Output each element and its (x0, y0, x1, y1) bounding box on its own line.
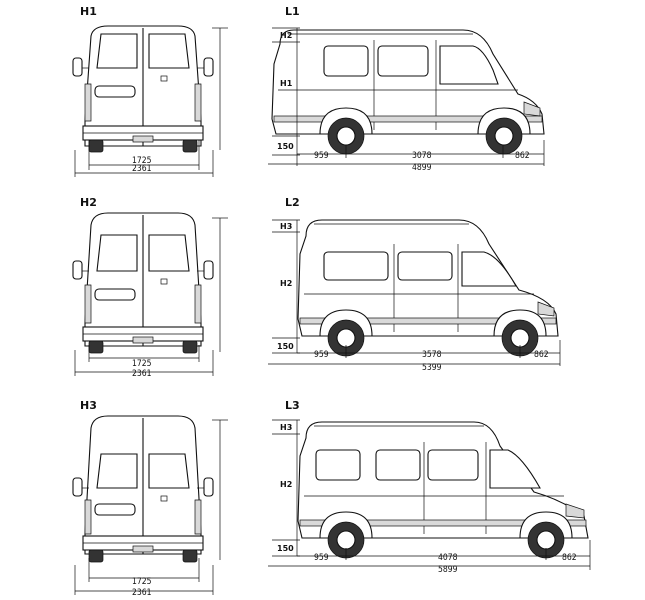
rear-view-van (72, 415, 228, 595)
body-height-label: H2 (280, 480, 292, 489)
rear-track-value: 1725 (132, 577, 152, 587)
overall-length-value: 5899 (438, 565, 458, 575)
height-code-label: H1 (80, 5, 97, 18)
length-code-label: L2 (285, 196, 300, 209)
rear-overhang-value: 862 (534, 350, 549, 360)
rear-overhang-value: 862 (562, 553, 577, 563)
front-overhang-value: 959 (314, 151, 329, 161)
wheelbase-value: 3078 (412, 151, 432, 161)
rear-width-value: 2361 (132, 588, 152, 598)
row-3: H3 L3 (72, 399, 591, 598)
ground-clearance-label: 150 (277, 142, 294, 151)
side-view-van (268, 419, 591, 570)
ground-clearance-label: 150 (277, 342, 294, 351)
side-view-van (268, 27, 545, 166)
wheelbase-value: 4078 (438, 553, 458, 563)
overall-length-value: 5399 (422, 363, 442, 373)
body-height-label: H2 (280, 279, 292, 288)
rear-view-van (72, 212, 228, 376)
side-view-van (268, 219, 561, 366)
rear-width-value: 2361 (132, 164, 152, 174)
rear-view-van (72, 25, 228, 177)
rear-width-value: 2361 (132, 369, 152, 379)
length-code-label: L1 (285, 5, 300, 18)
row-2: H2 L2 (72, 196, 561, 379)
roof-height-label: H3 (280, 222, 292, 231)
rear-track-value: 1725 (132, 156, 152, 166)
rear-overhang-value: 862 (515, 151, 530, 161)
roof-height-label: H3 (280, 423, 292, 432)
height-code-label: H2 (80, 196, 97, 209)
height-code-label: H3 (80, 399, 97, 412)
roof-height-label: H2 (280, 31, 292, 40)
body-height-label: H1 (280, 79, 293, 88)
front-overhang-value: 959 (314, 350, 329, 360)
wheelbase-value: 3578 (422, 350, 442, 360)
row-1: H1 L1 1725 2361 (72, 5, 545, 177)
overall-length-value: 4899 (412, 163, 432, 173)
rear-track-value: 1725 (132, 359, 152, 369)
length-code-label: L3 (285, 399, 300, 412)
front-overhang-value: 959 (314, 553, 329, 563)
ground-clearance-label: 150 (277, 544, 294, 553)
